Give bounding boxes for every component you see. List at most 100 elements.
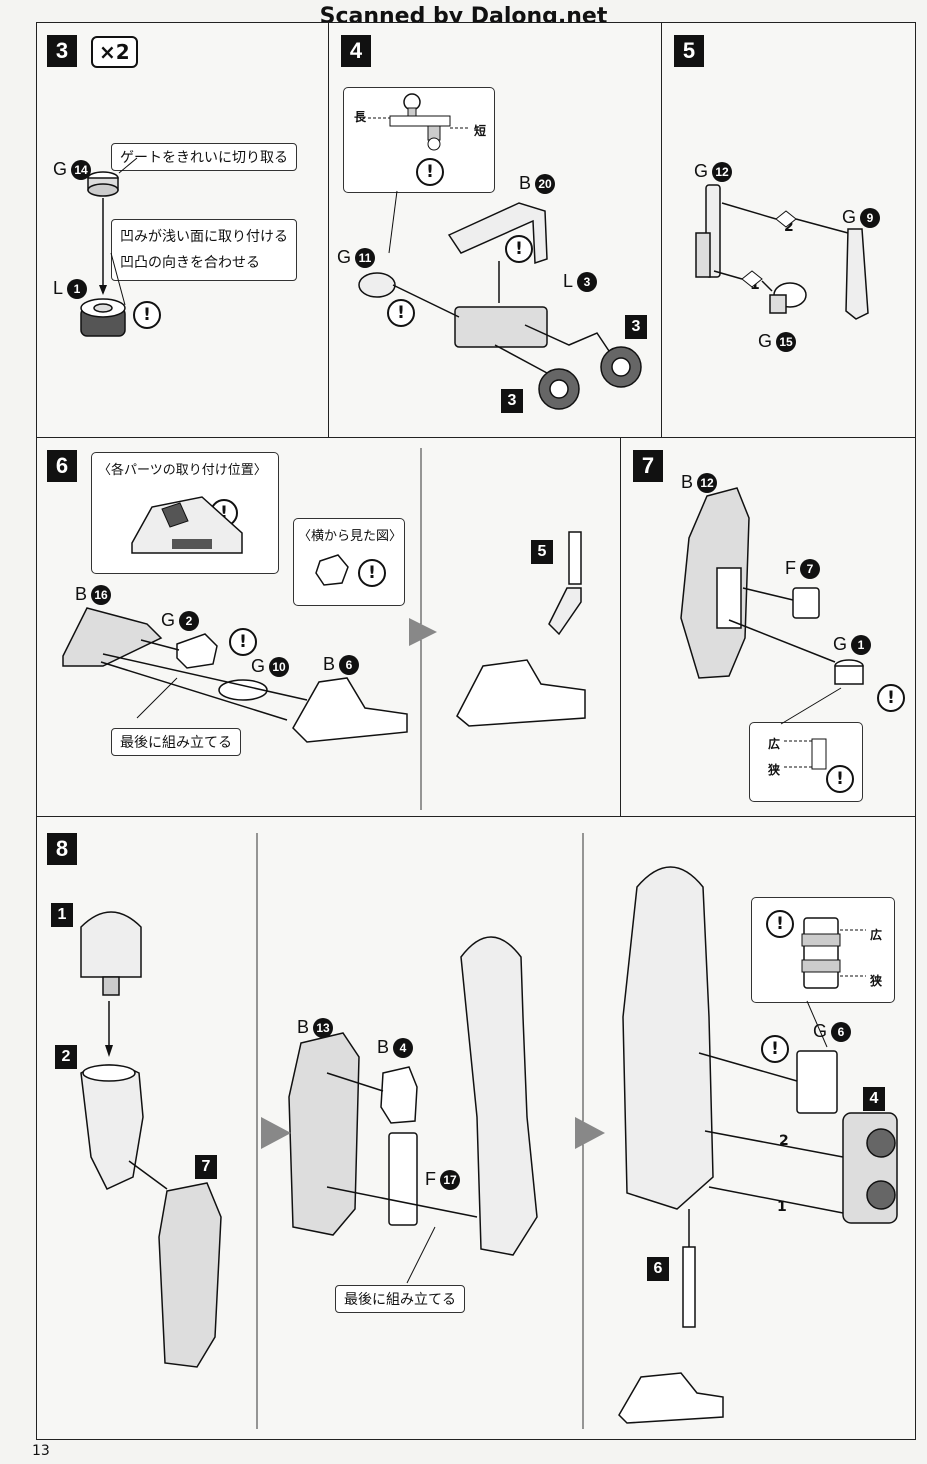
sub-assembly-ref: 4 bbox=[863, 1087, 885, 1111]
order-2-label: 2 bbox=[784, 219, 794, 235]
peg-detail-icon bbox=[368, 93, 470, 151]
full-leg-icon bbox=[622, 866, 714, 1210]
warning-icon: ! bbox=[229, 628, 257, 656]
warning-icon: ! bbox=[877, 684, 905, 712]
knee-cover-part-icon bbox=[380, 1066, 418, 1124]
sub-step: 1 bbox=[51, 903, 73, 927]
side-view-caption: 〈横から見た図〉 bbox=[298, 529, 403, 544]
stand-assembly-icon bbox=[618, 1372, 724, 1424]
multiplier-badge: ×2 bbox=[91, 36, 138, 68]
fender-part-icon bbox=[447, 202, 548, 265]
wide-narrow-inset: ! 広 狭 bbox=[751, 897, 895, 1003]
sub-step: 2 bbox=[55, 1045, 77, 1069]
transition-arrow-icon bbox=[409, 618, 437, 646]
stand-part-icon bbox=[292, 677, 408, 743]
warning-icon: ! bbox=[826, 765, 854, 793]
sub-step: 7 bbox=[195, 1155, 217, 1179]
frame-part-icon bbox=[388, 1132, 418, 1226]
cap-part-icon bbox=[176, 633, 218, 669]
assembled-stand-icon bbox=[456, 531, 586, 727]
order-2-label: 2 bbox=[779, 1133, 789, 1149]
step-number: 8 bbox=[47, 833, 77, 865]
ring-part-icon bbox=[773, 282, 807, 308]
note-attach-line1: 凹みが浅い面に取り付ける bbox=[120, 229, 288, 245]
warning-icon: ! bbox=[387, 299, 415, 327]
order-1-label: 1 bbox=[777, 1199, 787, 1215]
wheel-part-icon bbox=[80, 298, 126, 337]
hinge-part-icon bbox=[705, 184, 721, 278]
wheel-pod-icon bbox=[842, 1112, 898, 1224]
sub-assembly-ref: 3 bbox=[625, 315, 647, 339]
warning-icon: ! bbox=[766, 910, 794, 938]
inner-shell-part-icon bbox=[288, 1032, 360, 1236]
long-label: 長 bbox=[354, 110, 367, 124]
pin-part-icon bbox=[845, 228, 869, 320]
warning-icon: ! bbox=[133, 301, 161, 329]
positions-drawing bbox=[131, 496, 243, 554]
positions-inset: 〈各パーツの取り付け位置〉 ! bbox=[91, 452, 279, 574]
step-number: 3 bbox=[47, 35, 77, 67]
warning-icon: ! bbox=[761, 1035, 789, 1063]
connector-part-icon bbox=[796, 1050, 838, 1114]
note-last-assembly: 最後に組み立てる bbox=[111, 728, 241, 756]
leg-shell-part-icon bbox=[680, 487, 750, 679]
narrow-label: 狭 bbox=[768, 763, 781, 777]
positions-caption: 〈各パーツの取り付け位置〉 bbox=[98, 463, 267, 478]
side-view-inset: 〈横から見た図〉 ! bbox=[293, 518, 405, 606]
note-gate: ゲートをきれいに切り取る bbox=[111, 143, 297, 171]
wide-narrow-inset: 広 狭 ! bbox=[749, 722, 863, 802]
collar-part-icon bbox=[834, 659, 864, 673]
base-part-icon bbox=[62, 607, 163, 667]
sub-assembly-ref: 6 bbox=[647, 1257, 669, 1281]
step-number: 5 bbox=[674, 35, 704, 67]
transition-arrow-icon bbox=[575, 1117, 605, 1149]
warning-icon: ! bbox=[416, 158, 444, 186]
note-attach-line2: 凹凸の向きを合わせる bbox=[120, 255, 260, 271]
block-part-icon bbox=[792, 587, 820, 619]
sub-assembly-ref: 5 bbox=[531, 540, 553, 564]
short-label: 短 bbox=[474, 124, 487, 138]
joint-part-icon bbox=[358, 272, 396, 298]
step-4-drawing bbox=[358, 190, 642, 410]
axle-block-icon bbox=[454, 306, 548, 348]
warning-icon: ! bbox=[505, 235, 533, 263]
order-1-label: 1 bbox=[750, 277, 760, 293]
note-last-assembly: 最後に組み立てる bbox=[335, 1285, 465, 1313]
side-view-drawing bbox=[315, 554, 349, 586]
wide-label: 広 bbox=[768, 737, 781, 751]
wheel-part-icon bbox=[538, 368, 580, 410]
partial-leg-icon bbox=[460, 936, 538, 1256]
page-number: 13 bbox=[32, 1443, 50, 1459]
narrow-label: 狭 bbox=[870, 974, 883, 988]
warning-icon: ! bbox=[358, 559, 386, 587]
head-cap-part-icon bbox=[80, 911, 142, 978]
step-number: 6 bbox=[47, 450, 77, 482]
lower-leg-part-icon bbox=[158, 1182, 222, 1368]
detail-inset: 長 短 ! bbox=[343, 87, 495, 193]
disc-part-icon bbox=[218, 679, 268, 701]
thigh-part-icon bbox=[80, 1064, 144, 1190]
